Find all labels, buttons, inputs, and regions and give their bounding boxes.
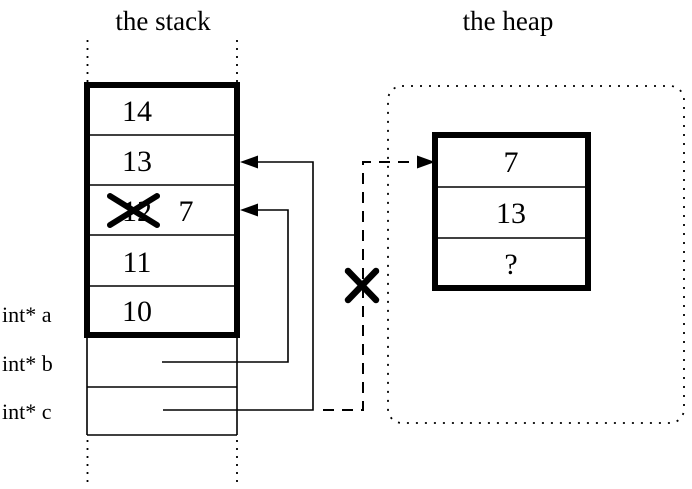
stack-cell-value: 11 [123, 246, 152, 279]
arrowhead-icon [240, 203, 258, 217]
pointer-b-arrow [162, 203, 289, 363]
pointer-c-arrow [163, 155, 314, 411]
x-mark-stroke [107, 193, 160, 228]
pointer-label-b: int* b [2, 351, 53, 376]
stack-title: the stack [115, 6, 211, 36]
stack-cell-new-value: 7 [179, 195, 194, 228]
pointer-b-line [162, 209, 289, 363]
arrowhead-icon [240, 155, 258, 169]
pointer-label-c: int* c [2, 399, 52, 424]
heap-block-box [432, 132, 591, 291]
heap-cell-value: 7 [504, 146, 519, 179]
stack-frame-box [84, 82, 240, 338]
arrowhead-icon [417, 155, 435, 169]
stack-cell-value: 13 [122, 145, 152, 178]
stack-cell-value: 10 [122, 295, 152, 328]
heap-cell-value: ? [504, 248, 517, 281]
x-mark-icon [107, 193, 160, 228]
dangling-pointer-line [323, 161, 416, 411]
x-mark-icon [344, 267, 380, 304]
pointer-label-a: int* a [2, 302, 52, 327]
pointer-c-line [163, 161, 314, 411]
heap-title: the heap [463, 6, 554, 36]
stack-cell-value: 14 [122, 95, 152, 128]
dangling-heap-pointer [323, 155, 435, 411]
heap-cell-value: 13 [496, 197, 526, 230]
x-mark-stroke [344, 267, 380, 304]
